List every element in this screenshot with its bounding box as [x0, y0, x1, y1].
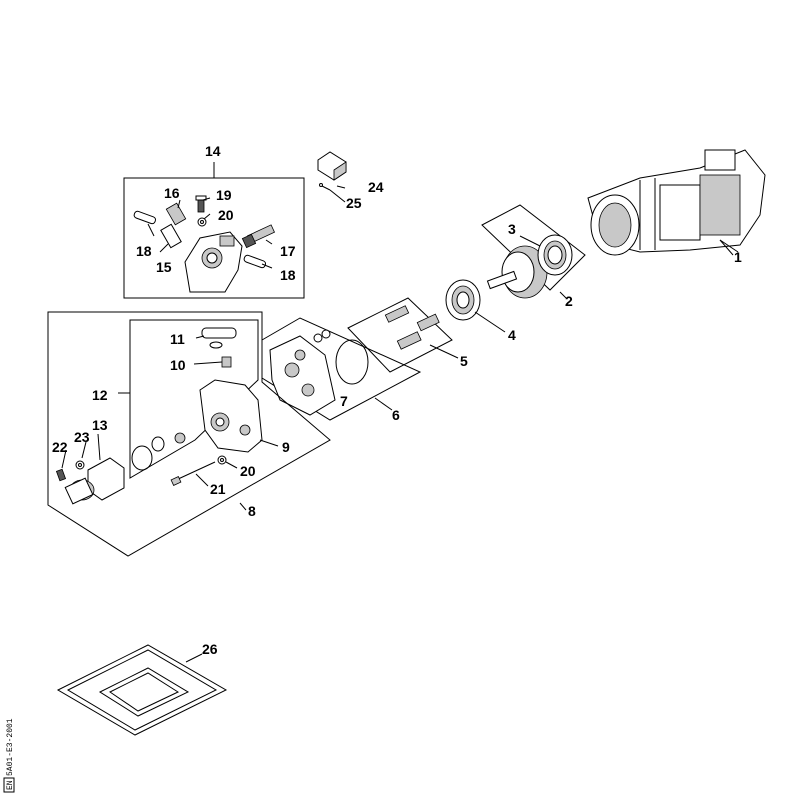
callout-17: 17 [280, 243, 296, 259]
inlet-part-13 [64, 457, 125, 505]
callout-12: 12 [92, 387, 108, 403]
drawing-code: 5A01-E3-2001 EN [3, 718, 15, 793]
callout-5: 5 [460, 353, 468, 369]
kit-part-26 [56, 644, 228, 736]
spring-rod-part-21 [170, 461, 216, 486]
callout-4: 4 [508, 327, 516, 343]
callout-15: 15 [156, 259, 172, 275]
callout-8: 8 [248, 503, 256, 519]
callout-14: 14 [205, 143, 221, 159]
callout-16: 16 [164, 185, 180, 201]
valve-body-part-15 [160, 223, 243, 293]
callout-20-bottom: 20 [240, 463, 256, 479]
callout-18-left: 18 [136, 243, 152, 259]
washer-part-23 [75, 460, 85, 470]
o-ring-part-11 [201, 327, 237, 349]
callout-20-top: 20 [218, 207, 234, 223]
fitting-part-16 [165, 202, 187, 226]
callout-18-right: 18 [280, 267, 296, 283]
washer-part-20-top [197, 217, 207, 227]
callout-21: 21 [210, 481, 226, 497]
o-ring-part-18-left [133, 210, 157, 225]
drawing-code-box-text: EN [6, 780, 15, 790]
pin-part-25 [319, 183, 331, 191]
gear-part-2 [486, 245, 548, 299]
o-ring-part-18-right [243, 254, 267, 269]
seal-kit-part-7 [313, 329, 369, 385]
callout-11: 11 [170, 331, 185, 347]
motor-part-1 [587, 149, 766, 256]
leader-lines [61, 185, 734, 487]
callout-6: 6 [392, 407, 400, 423]
cap-part-24 [317, 151, 347, 181]
callout-13: 13 [92, 417, 108, 433]
valve-part-17 [241, 224, 276, 249]
group-14-outline [123, 162, 305, 299]
callout-3: 3 [508, 221, 516, 237]
washer-part-20-bottom [217, 455, 227, 465]
seal-parts-group-12 [131, 432, 186, 471]
group-5-outline [347, 297, 453, 373]
screw-part-22 [55, 468, 67, 482]
callout-25: 25 [346, 195, 362, 211]
callout-26: 26 [202, 641, 218, 657]
callout-23: 23 [74, 429, 90, 445]
callout-19: 19 [216, 187, 232, 203]
pump-head-part-6 [269, 335, 336, 416]
seal-part-4 [445, 279, 481, 321]
manifold-part-9 [199, 379, 263, 453]
callout-22: 22 [52, 439, 68, 455]
bearing-part-3 [537, 234, 573, 276]
fitting-part-10 [221, 356, 232, 368]
callout-1: 1 [734, 249, 742, 265]
callout-10: 10 [170, 357, 186, 373]
callout-2: 2 [565, 293, 573, 309]
drawing-code-text: 5A01-E3-2001 [6, 718, 15, 776]
callout-labels: 1 2 3 4 5 6 7 8 9 10 11 12 13 14 15 16 1… [52, 143, 742, 657]
valve-set-part-5 [384, 305, 440, 350]
group-8-outline [47, 311, 331, 557]
callout-24: 24 [368, 179, 384, 195]
screw-part-19 [195, 195, 207, 213]
callout-7: 7 [340, 393, 348, 409]
callout-9: 9 [282, 439, 290, 455]
